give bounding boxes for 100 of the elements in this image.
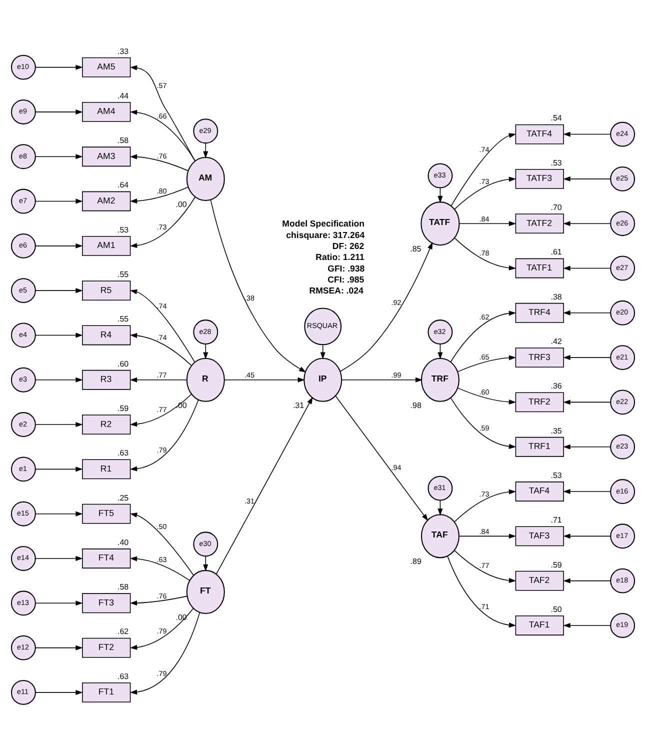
node-label: .35	[550, 426, 562, 436]
arrow	[563, 444, 611, 450]
node-label: .50	[550, 604, 562, 614]
node-label: .59	[118, 404, 129, 413]
arrow	[130, 394, 192, 427]
arrow	[130, 65, 196, 162]
node-label: .00	[176, 200, 187, 209]
node-label: .40	[118, 538, 129, 547]
arrow	[35, 377, 83, 382]
arrow	[454, 550, 516, 583]
arrow	[35, 109, 83, 114]
arrow	[35, 198, 83, 204]
arrow	[563, 578, 611, 584]
arrow	[203, 142, 208, 158]
arrow	[35, 466, 83, 472]
arrow	[35, 690, 83, 695]
arrow	[341, 377, 423, 382]
node-label: .54	[550, 114, 562, 123]
arrow	[563, 266, 611, 271]
node-label: .71	[550, 516, 562, 525]
arrow	[35, 64, 83, 70]
arrow	[130, 333, 192, 366]
label: RMSEA: .024	[309, 286, 364, 296]
arrow	[35, 511, 83, 516]
arrow	[454, 238, 516, 270]
arrow	[130, 608, 194, 650]
node-label: .63	[118, 448, 129, 458]
node-label: .36	[550, 382, 562, 391]
arrow	[130, 196, 196, 248]
arrow	[340, 242, 433, 372]
node-label: .61	[550, 248, 562, 257]
arrow	[130, 612, 200, 695]
label: chisquare: 317.264	[286, 230, 365, 240]
node-ellipse: R	[186, 358, 225, 402]
node-label: .58	[118, 136, 129, 146]
arrow	[450, 397, 516, 449]
arrow	[216, 396, 313, 574]
arrow	[130, 556, 190, 581]
label: GFI: .938	[328, 263, 365, 274]
arrow	[458, 221, 516, 226]
arrow	[457, 388, 516, 405]
arrow	[563, 534, 611, 539]
node-label: .53	[550, 470, 562, 480]
arrow	[35, 600, 83, 606]
node-ellipse: IP	[304, 358, 342, 402]
node-label: .00	[176, 400, 187, 410]
node-label: .64	[118, 180, 129, 190]
arrow	[210, 200, 306, 372]
node-label: .85	[410, 244, 422, 254]
arrow	[130, 400, 199, 472]
arrow	[130, 186, 188, 204]
arrow	[203, 556, 208, 572]
arrow	[563, 489, 611, 494]
node-ellipse: FT	[186, 570, 225, 614]
arrow	[130, 512, 194, 576]
arrow	[454, 176, 516, 210]
label: DF: 262	[332, 240, 364, 251]
arrow	[35, 154, 83, 160]
arrow	[35, 556, 83, 561]
arrow	[563, 355, 611, 360]
label: Ratio: 1.211	[316, 252, 364, 262]
label: Model Specification	[282, 218, 364, 229]
arrow	[458, 534, 516, 539]
node-label: .62	[118, 627, 129, 636]
node-label: .55	[118, 314, 129, 324]
arrow	[35, 332, 83, 338]
node-label: .00	[176, 612, 187, 622]
node-label: .58	[118, 582, 129, 592]
arrow	[130, 377, 188, 382]
arrow	[563, 221, 611, 226]
node-ellipse: AM	[186, 156, 225, 201]
arrow	[457, 355, 516, 372]
node-label: .33	[118, 46, 129, 56]
node-label: .55	[118, 270, 129, 280]
arrow	[203, 344, 208, 360]
arrow	[447, 556, 516, 628]
node-label: .60	[118, 359, 129, 368]
node-label: .38	[550, 292, 562, 302]
node-label: .63	[118, 672, 129, 681]
node-label: .25	[118, 493, 129, 502]
arrow	[35, 243, 83, 248]
arrow	[130, 596, 188, 606]
arrow	[563, 400, 611, 405]
arrow	[35, 422, 83, 428]
arrow	[35, 645, 83, 650]
arrow	[130, 154, 188, 172]
arrow	[563, 176, 611, 182]
arrow	[130, 110, 196, 162]
arrow	[35, 288, 83, 294]
node-ellipse: TATF	[420, 202, 460, 246]
node-label: .53	[118, 225, 129, 234]
arrow	[563, 622, 611, 628]
arrow	[335, 396, 428, 522]
arrow	[563, 132, 611, 137]
arrow	[130, 289, 196, 363]
node-label: .70	[550, 203, 562, 212]
node-label: .53	[550, 158, 562, 168]
label: CFI: .985	[328, 274, 364, 284]
arrow	[224, 377, 305, 382]
node-label: .31	[292, 400, 304, 410]
